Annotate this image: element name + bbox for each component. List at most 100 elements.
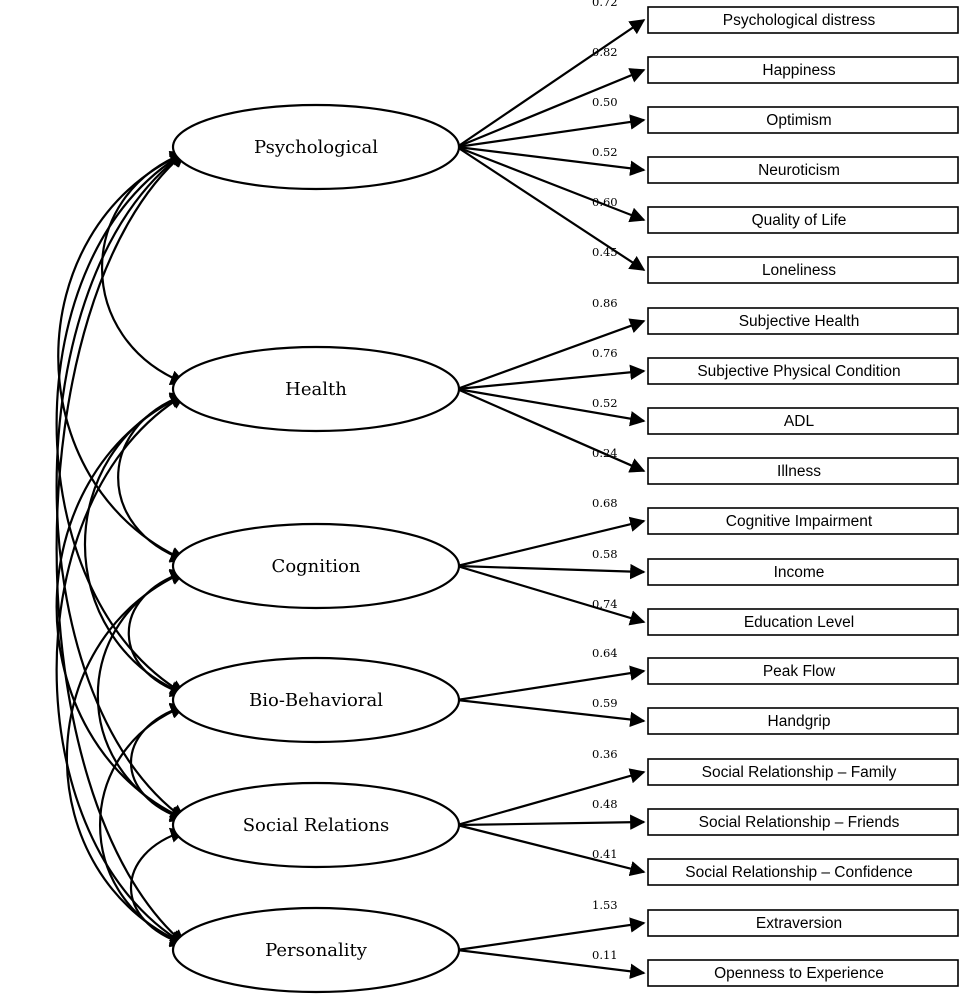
correlation-bio-behavioral-personality <box>98 704 186 946</box>
indicator-quality-of-life: Quality of Life <box>647 206 959 234</box>
correlation-cognition-personality <box>65 570 186 946</box>
indicator-label: Happiness <box>762 62 835 79</box>
loading-arrow-income <box>456 563 646 580</box>
indicator-neuroticism: Neuroticism <box>647 156 959 184</box>
indicator-box <box>647 608 959 636</box>
correlation-bio-behavioral-social-relations <box>130 702 186 823</box>
indicator-boxes: Psychological distress0.72Happiness0.82O… <box>592 0 959 987</box>
indicator-label: Social Relationship – Friends <box>699 814 900 831</box>
latent-label: Psychological <box>254 137 378 158</box>
indicator-label: Optimism <box>766 112 831 129</box>
indicator-label: Social Relationship – Confidence <box>685 864 912 881</box>
loading-value: 0.41 <box>592 847 618 861</box>
indicator-illness: Illness <box>647 457 959 485</box>
loading-arrow-education-level <box>456 564 646 626</box>
latent-ellipse <box>171 522 461 610</box>
loading-arrow-social-relationship-confidence <box>456 823 646 877</box>
correlation-health-bio-behavioral <box>83 393 186 696</box>
indicator-label: Handgrip <box>768 713 831 730</box>
loading-value: 1.53 <box>592 898 618 912</box>
indicator-education-level: Education Level <box>647 608 959 636</box>
indicator-optimism: Optimism <box>647 106 959 134</box>
latent-personality: Personality <box>171 906 461 994</box>
loading-arrow-extraversion <box>456 917 646 952</box>
latent-label: Social Relations <box>243 815 390 836</box>
loading-arrow-happiness <box>456 68 646 149</box>
indicator-box <box>647 909 959 937</box>
latent-ellipse <box>171 103 461 191</box>
indicator-label: Quality of Life <box>752 212 847 229</box>
loading-value: 0.60 <box>592 195 618 209</box>
latent-bio-behavioral: Bio-Behavioral <box>171 656 461 744</box>
loading-value: 0.59 <box>592 696 618 710</box>
indicator-box <box>647 858 959 886</box>
latent-label: Health <box>285 379 347 400</box>
indicator-label: Subjective Health <box>739 313 860 330</box>
indicator-box <box>647 6 959 34</box>
indicator-social-relationship-confidence: Social Relationship – Confidence <box>647 858 959 886</box>
indicator-box <box>647 206 959 234</box>
indicator-label: Openness to Experience <box>714 965 884 982</box>
indicator-adl: ADL <box>647 407 959 435</box>
loading-arrow-quality-of-life <box>456 145 646 223</box>
indicator-box <box>647 758 959 786</box>
loading-arrow-subjective-health <box>456 318 646 391</box>
loading-arrow-optimism <box>456 114 646 149</box>
latent-ellipse <box>171 906 461 994</box>
latent-health: Health <box>171 345 461 433</box>
latent-label: Personality <box>265 940 368 961</box>
loading-value: 0.74 <box>592 597 618 611</box>
indicator-box <box>647 357 959 385</box>
loading-value: 0.52 <box>592 145 618 159</box>
indicator-social-relationship-friends: Social Relationship – Friends <box>647 808 959 836</box>
loading-value: 0.45 <box>592 245 618 259</box>
indicator-box <box>647 307 959 335</box>
indicator-box <box>647 707 959 735</box>
loading-arrows <box>456 19 646 979</box>
indicator-box <box>647 808 959 836</box>
loading-value: 0.68 <box>592 496 618 510</box>
indicator-box <box>647 156 959 184</box>
loading-value: 0.72 <box>592 0 618 9</box>
indicator-handgrip: Handgrip <box>647 707 959 735</box>
indicator-box <box>647 507 959 535</box>
indicator-label: Loneliness <box>762 262 836 279</box>
loading-value: 0.24 <box>592 446 618 460</box>
correlation-arrows <box>55 150 186 948</box>
indicator-subjective-physical-condition: Subjective Physical Condition <box>647 357 959 385</box>
indicator-label: Neuroticism <box>758 162 840 179</box>
correlation-health-social-relations <box>55 393 186 821</box>
indicator-label: Income <box>774 564 825 581</box>
indicator-happiness: Happiness <box>647 56 959 84</box>
indicator-peak-flow: Peak Flow <box>647 657 959 685</box>
loading-arrow-subjective-physical-condition <box>456 364 646 391</box>
latent-psychological: Psychological <box>171 103 461 191</box>
indicator-label: Subjective Physical Condition <box>697 363 900 380</box>
latent-cognition: Cognition <box>171 522 461 610</box>
loading-arrow-social-relationship-friends <box>456 814 646 830</box>
indicator-label: Psychological distress <box>723 12 876 29</box>
indicator-extraversion: Extraversion <box>647 909 959 937</box>
indicator-label: Extraversion <box>756 915 842 932</box>
correlation-psychological-cognition <box>57 151 186 562</box>
indicator-loneliness: Loneliness <box>647 256 959 284</box>
loading-arrow-peak-flow <box>456 665 646 702</box>
correlation-cognition-social-relations <box>96 570 186 821</box>
loading-arrow-cognitive-impairment <box>456 516 646 568</box>
loading-value: 0.64 <box>592 646 618 660</box>
indicator-label: Illness <box>777 463 821 480</box>
latent-ellipse <box>171 345 461 433</box>
loading-value: 0.58 <box>592 547 618 561</box>
loading-value: 0.76 <box>592 346 618 360</box>
indicator-cognitive-impairment: Cognitive Impairment <box>647 507 959 535</box>
correlation-psychological-health <box>100 150 186 386</box>
indicator-box <box>647 959 959 987</box>
indicator-label: Social Relationship – Family <box>702 764 897 781</box>
indicator-box <box>647 56 959 84</box>
loading-arrow-psychological-distress <box>456 19 646 148</box>
loading-arrow-illness <box>456 387 646 473</box>
indicator-openness-to-experience: Openness to Experience <box>647 959 959 987</box>
indicator-box <box>647 657 959 685</box>
latent-ellipse <box>171 781 461 869</box>
